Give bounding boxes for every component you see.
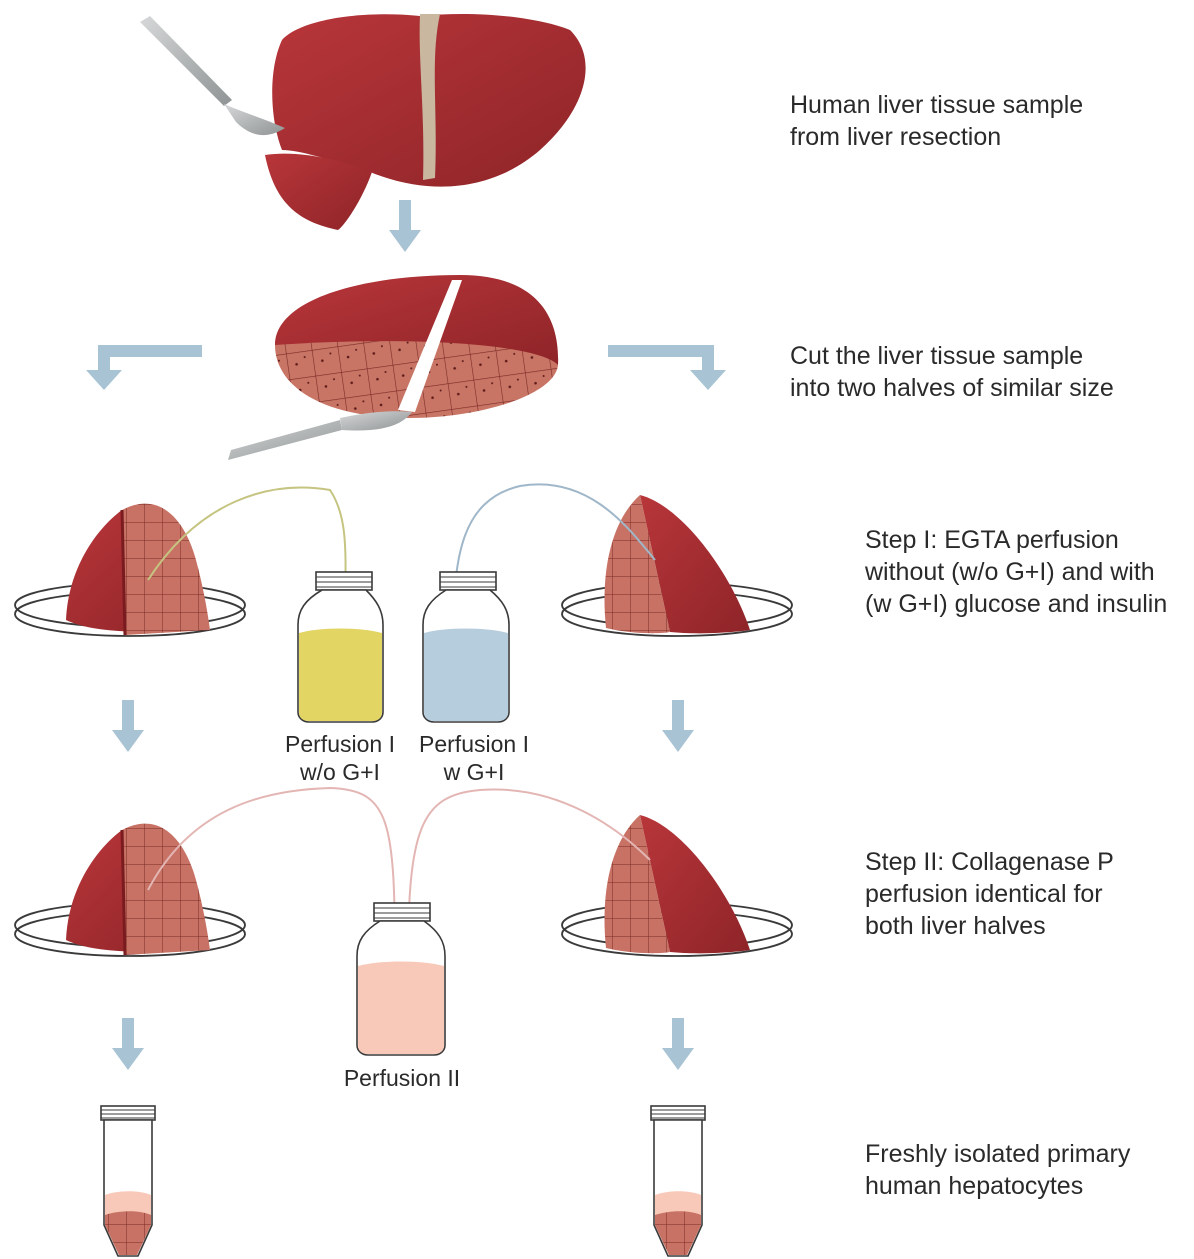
bottle-pink xyxy=(357,903,445,1055)
bottle-blue xyxy=(423,572,509,722)
svg-text:Freshly isolated primary: Freshly isolated primary xyxy=(865,1140,1131,1168)
step-text-tissue-sample: Human liver tissue sample from liver res… xyxy=(790,91,1083,151)
svg-text:Human liver tissue sample: Human liver tissue sample xyxy=(790,91,1083,119)
liver-half-left-step2 xyxy=(66,824,210,955)
falcon-tube-right xyxy=(651,1106,705,1256)
liver-half-right-step2 xyxy=(604,815,750,953)
step-text-cut-halves: Cut the liver tissue sample into two hal… xyxy=(790,342,1114,402)
svg-text:w/o G+I: w/o G+I xyxy=(299,759,380,785)
svg-text:human hepatocytes: human hepatocytes xyxy=(865,1172,1083,1200)
arrow-down-icon xyxy=(662,700,694,752)
arrow-down-icon xyxy=(112,700,144,752)
step-text-collagenase-perfusion: Step II: Collagenase P perfusion identic… xyxy=(865,848,1114,940)
whole-liver xyxy=(265,14,586,230)
falcon-tube-left xyxy=(101,1106,155,1256)
bottle-yellow xyxy=(298,572,383,722)
bottle-yellow-label: Perfusion I w/o G+I xyxy=(285,731,395,785)
svg-text:Perfusion I: Perfusion I xyxy=(285,731,395,757)
svg-text:without (w/o G+I) and with: without (w/o G+I) and with xyxy=(864,558,1155,586)
arrow-down-icon xyxy=(389,200,421,252)
svg-text:from liver resection: from liver resection xyxy=(790,123,1001,151)
svg-text:into two halves of similar siz: into two halves of similar size xyxy=(790,374,1114,402)
svg-text:w G+I: w G+I xyxy=(443,759,505,785)
svg-text:(w G+I) glucose and insulin: (w G+I) glucose and insulin xyxy=(865,590,1167,618)
svg-text:Cut the liver tissue sample: Cut the liver tissue sample xyxy=(790,342,1083,370)
split-arrow-right-icon xyxy=(608,345,726,390)
svg-text:Perfusion I: Perfusion I xyxy=(419,731,529,757)
svg-text:Step II: Collagenase P: Step II: Collagenase P xyxy=(865,848,1114,876)
bottle-pink-label: Perfusion II xyxy=(344,1065,460,1091)
arrow-down-icon xyxy=(112,1018,144,1070)
halved-liver xyxy=(275,275,558,418)
liver-half-right-step1 xyxy=(604,495,750,633)
step-text-isolated-hepatocytes: Freshly isolated primary human hepatocyt… xyxy=(865,1140,1131,1200)
step-text-egta-perfusion: Step I: EGTA perfusion without (w/o G+I)… xyxy=(864,526,1167,618)
split-arrow-left-icon xyxy=(86,345,202,390)
arrow-down-icon xyxy=(662,1018,694,1070)
svg-text:perfusion identical for: perfusion identical for xyxy=(865,880,1103,908)
liver-half-left-step1 xyxy=(66,504,210,635)
scalpel-icon xyxy=(140,16,285,135)
svg-text:both liver halves: both liver halves xyxy=(865,912,1046,940)
bottle-blue-label: Perfusion I w G+I xyxy=(419,731,529,785)
svg-text:Step I: EGTA perfusion: Step I: EGTA perfusion xyxy=(865,526,1119,554)
scalpel-icon xyxy=(228,411,412,460)
